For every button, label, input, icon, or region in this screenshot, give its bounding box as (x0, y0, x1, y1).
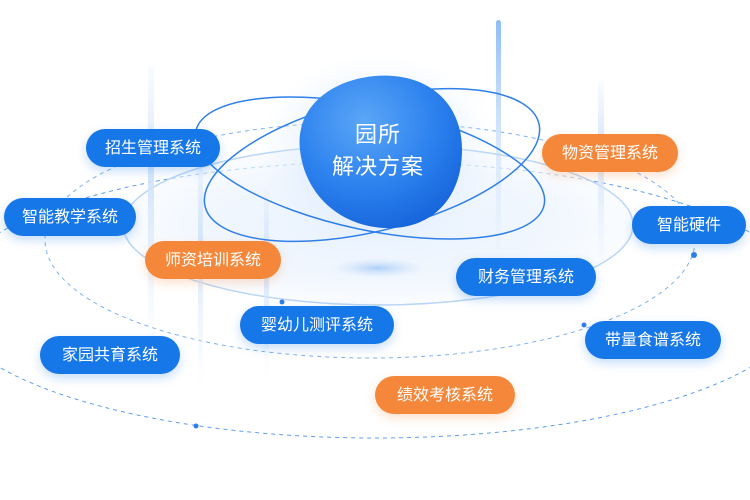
light-beam (148, 65, 154, 355)
system-smart-teaching[interactable]: 智能教学系统 (4, 198, 136, 236)
light-beam (264, 190, 269, 380)
orbit-dot (581, 322, 587, 328)
core-shadow (330, 258, 426, 278)
core-blob (299, 75, 462, 229)
center-node: 园所 解决方案 (292, 72, 464, 232)
system-smart-hardware[interactable]: 智能硬件 (632, 206, 746, 244)
light-beam (496, 20, 501, 250)
system-admissions[interactable]: 招生管理系统 (86, 129, 220, 167)
system-performance[interactable]: 绩效考核系统 (375, 376, 515, 414)
light-beam (598, 80, 604, 270)
orbit-dot (193, 423, 199, 429)
center-title-line2: 解决方案 (331, 155, 424, 180)
system-teacher-training[interactable]: 师资培训系统 (145, 241, 281, 279)
system-home-school[interactable]: 家园共育系统 (40, 336, 180, 374)
system-infant-assessment[interactable]: 婴幼儿测评系统 (240, 306, 394, 344)
system-materials[interactable]: 物资管理系统 (542, 134, 678, 172)
center-title-line1: 园所 (354, 123, 401, 148)
system-meal-planning[interactable]: 带量食谱系统 (585, 321, 721, 359)
orbit-dot (691, 252, 697, 258)
orbit-dot (279, 299, 285, 305)
system-finance[interactable]: 财务管理系统 (456, 258, 596, 296)
